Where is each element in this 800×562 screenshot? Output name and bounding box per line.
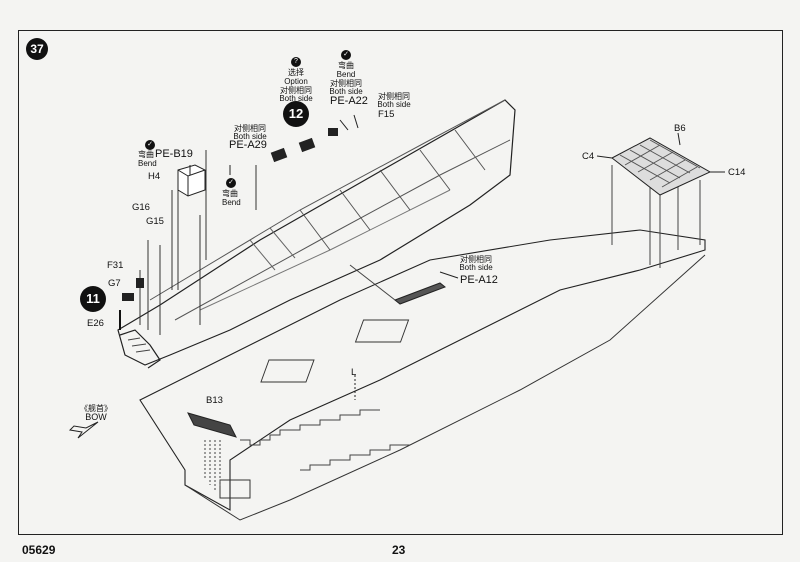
- part-pe-a12: PE-A12: [460, 274, 498, 286]
- question-circle-icon: ?: [291, 57, 301, 67]
- bend-label-en: Bend: [138, 159, 157, 168]
- page-number: 23: [392, 543, 406, 557]
- part-pe-a22: PE-A22: [330, 95, 368, 107]
- part-g15: G15: [146, 216, 164, 227]
- both-side-label-cn: 对侧相同: [460, 255, 492, 264]
- bend-label-en: Bend: [336, 70, 356, 79]
- bow-label-en: BOW: [85, 412, 107, 422]
- part-pe-b19: PE-B19: [155, 148, 193, 160]
- both-side-label-cn: 对侧相同: [378, 92, 410, 101]
- arrow-down-left-icon: [68, 421, 99, 439]
- both-side-label-en: Both side: [459, 263, 493, 272]
- page-frame: [18, 30, 783, 535]
- part-c4: C4: [582, 151, 595, 162]
- both-side-label-cn: 对侧相同: [234, 124, 266, 133]
- step-number-badge: 37: [26, 38, 48, 60]
- part-pe-a29: PE-A29: [229, 139, 267, 151]
- both-side-label-en: Both side: [329, 87, 363, 96]
- catalog-number: 05629: [22, 543, 56, 557]
- both-side-label-cn: 对侧相同: [330, 79, 362, 88]
- part-h4: H4: [148, 171, 161, 182]
- check-circle-icon: ✓: [145, 140, 155, 150]
- both-side-label-en: Both side: [279, 94, 313, 103]
- both-side-label-cn: 对侧相同: [280, 86, 312, 95]
- both-side-label-en: Both side: [233, 132, 267, 141]
- bend-label-cn: 弯曲: [338, 61, 354, 70]
- bow-label-cn: 《舰首》: [80, 404, 112, 413]
- bend-label-en: Bend: [222, 198, 241, 207]
- callout-step-12: 12: [283, 101, 309, 127]
- option-label-cn: 选择: [288, 68, 304, 77]
- callout-step-11: 11: [80, 286, 106, 312]
- part-c14: C14: [728, 167, 746, 178]
- part-l: L: [351, 367, 357, 378]
- bend-label-cn: 弯曲: [138, 150, 154, 159]
- both-side-label-en: Both side: [377, 100, 411, 109]
- check-circle-icon: ✓: [341, 50, 351, 60]
- part-f15: F15: [378, 109, 395, 120]
- check-circle-icon: ✓: [226, 178, 236, 188]
- part-b6: B6: [674, 123, 686, 134]
- part-b13: B13: [206, 395, 223, 406]
- part-f31: F31: [107, 260, 124, 271]
- bend-label-cn: 弯曲: [222, 189, 238, 198]
- part-g7: G7: [108, 278, 121, 289]
- part-g16: G16: [132, 202, 150, 213]
- option-label-en: Option: [284, 77, 308, 86]
- part-e26: E26: [87, 318, 104, 329]
